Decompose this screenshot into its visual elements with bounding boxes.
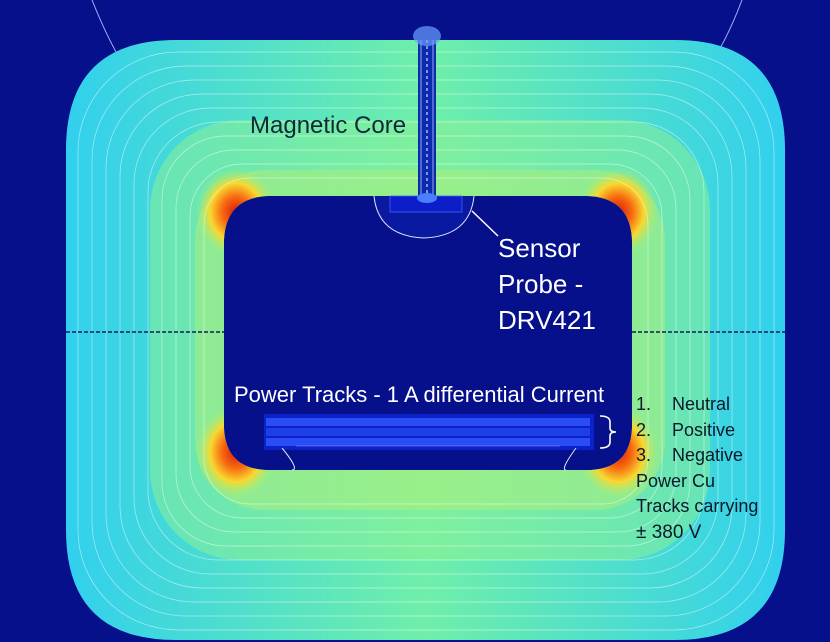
track-field-line — [281, 447, 295, 471]
power-track — [266, 438, 590, 446]
sensor-pointer — [471, 210, 499, 237]
legend-description: Power Cu — [636, 470, 716, 491]
legend-description: Tracks carrying — [636, 496, 759, 516]
sensor-label-line: Sensor — [498, 233, 581, 263]
sensor-label-line: DRV421 — [498, 305, 596, 335]
gap-glow — [413, 26, 441, 46]
sensor-label-line: Probe - — [498, 269, 584, 299]
core-window — [224, 196, 632, 470]
sensor-glow — [417, 193, 437, 203]
legend-item: 2.Positive — [636, 419, 736, 440]
legend-voltage: ± 380 V — [636, 521, 702, 543]
power-track — [266, 418, 590, 426]
track-legend: 1.Neutral 2.Positive 3.Negative Power Cu… — [636, 392, 758, 545]
legend-item: 1.Neutral — [636, 394, 731, 414]
magnetic-core-label: Magnetic Core — [250, 112, 407, 139]
power-tracks-label: Power Tracks - 1 A differential Current — [234, 382, 605, 407]
track-field-line — [563, 447, 577, 471]
power-track — [266, 428, 590, 436]
sensor-probe-label: Sensor Probe - DRV421 — [498, 230, 596, 338]
tracks-brace — [599, 415, 617, 449]
legend-item: 3.Negative — [636, 445, 744, 465]
